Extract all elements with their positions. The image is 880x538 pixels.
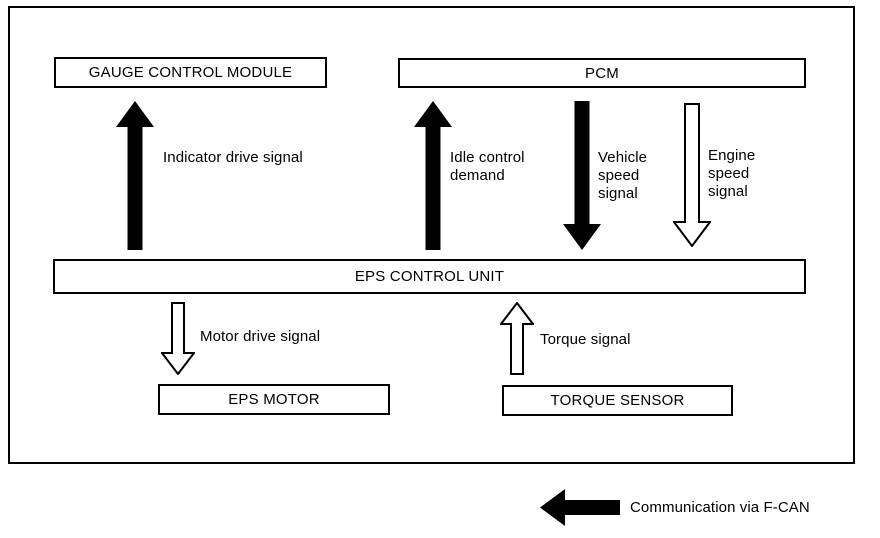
indicator-drive-signal-label: Indicator drive signal [163, 149, 303, 166]
box-gauge-control-module-label: GAUGE CONTROL MODULE [88, 64, 293, 81]
box-gauge-control-module: GAUGE CONTROL MODULE [54, 57, 327, 88]
diagram-border-frame [8, 6, 855, 464]
box-eps-motor: EPS MOTOR [158, 384, 390, 415]
vehicle-speed-signal-label: Vehicle speed signal [598, 149, 648, 202]
box-eps-control-unit: EPS CONTROL UNIT [53, 259, 806, 294]
idle-control-demand-arrow-up-icon [414, 101, 452, 250]
box-pcm-label: PCM [585, 64, 619, 82]
idle-control-demand-label: Idle control demand [450, 149, 525, 184]
box-torque-sensor: TORQUE SENSOR [502, 385, 733, 416]
box-torque-sensor-label: TORQUE SENSOR [550, 392, 685, 409]
engine-speed-signal-label: Engine speed signal [708, 147, 756, 200]
torque-signal-label: Torque signal [540, 331, 631, 348]
engine-speed-signal-arrow-down-icon [673, 103, 711, 247]
motor-drive-signal-arrow-down-icon [161, 302, 195, 375]
box-pcm: PCM [398, 58, 806, 88]
legend-label: Communication via F-CAN [630, 499, 810, 516]
indicator-drive-signal-arrow-up-icon [116, 101, 154, 250]
box-eps-control-unit-label: EPS CONTROL UNIT [354, 268, 505, 285]
legend-left-arrow-icon [540, 489, 620, 526]
vehicle-speed-signal-arrow-down-icon [563, 101, 601, 250]
torque-signal-arrow-up-icon [500, 302, 534, 375]
box-eps-motor-label: EPS MOTOR [228, 391, 320, 408]
motor-drive-signal-label: Motor drive signal [200, 328, 321, 345]
